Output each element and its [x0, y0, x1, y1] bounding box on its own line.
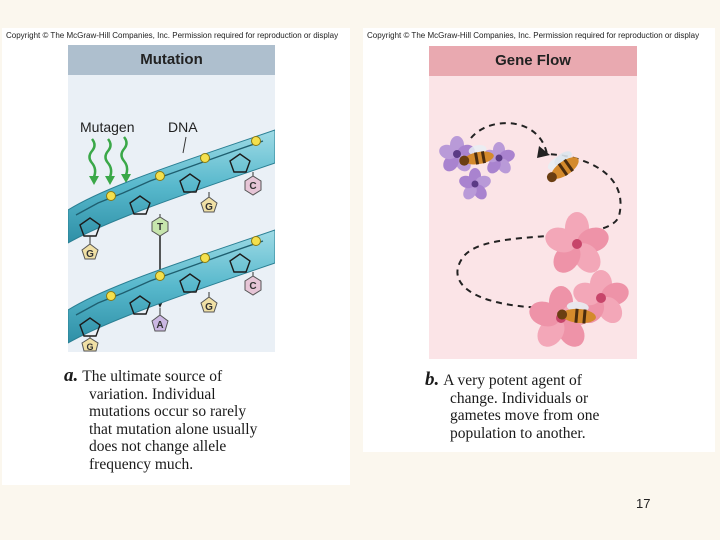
- lower-phosphates: [106, 236, 261, 301]
- base-c-label: C: [249, 181, 256, 192]
- caption-line: population to another.: [450, 424, 586, 442]
- gene-flow-illustration: [429, 76, 637, 359]
- upper-base-g-right: G: [200, 192, 218, 213]
- mutation-panel: Copyright © The McGraw-Hill Companies, I…: [2, 28, 350, 485]
- mutation-title: Mutation: [68, 45, 275, 75]
- upper-base-t: T: [151, 214, 169, 237]
- base-g-label: G: [205, 302, 213, 313]
- dna-pointer-line: [182, 136, 187, 154]
- upper-sugar-pentagons: [79, 153, 251, 237]
- dna-label: DNA: [168, 119, 198, 135]
- mutation-caption: a.The ultimate source of variation. Indi…: [64, 365, 314, 473]
- bee-flight-path: [456, 122, 622, 309]
- gene-flow-caption: b.A very potent agent of change. Individ…: [425, 369, 675, 442]
- base-a-label: A: [156, 320, 163, 331]
- lower-base-c: C: [244, 272, 262, 296]
- pink-flower-cluster: [529, 212, 629, 347]
- base-g-label: G: [86, 249, 94, 260]
- upper-base-c: C: [244, 172, 262, 196]
- caption-line: mutations occur so rarely: [89, 403, 247, 420]
- caption-line: A very potent agent of: [443, 372, 582, 389]
- caption-line: that mutation alone usually: [89, 420, 258, 438]
- lower-base-g-right: G: [200, 292, 218, 313]
- caption-line: variation. Individual: [89, 385, 216, 403]
- bee-icon: [546, 151, 579, 183]
- caption-line: gametes move from one: [450, 407, 600, 424]
- copyright-notice: Copyright © The McGraw-Hill Companies, I…: [367, 31, 700, 40]
- page-number: 17: [636, 496, 651, 511]
- upper-base-g-left: G: [81, 236, 99, 260]
- copyright-notice: Copyright © The McGraw-Hill Companies, I…: [6, 31, 339, 40]
- mutagen-arrowheads: [89, 174, 131, 185]
- base-g-label: G: [205, 202, 213, 213]
- flight-arrowhead-top: [537, 146, 550, 158]
- caption-line: change. Individuals or: [450, 389, 589, 407]
- lower-base-a: A: [151, 308, 169, 332]
- gene-flow-panel: Copyright © The McGraw-Hill Companies, I…: [363, 28, 715, 452]
- caption-letter-a: a.: [64, 365, 79, 386]
- gene-flow-title: Gene Flow: [429, 46, 637, 76]
- bee-icon: [459, 144, 494, 166]
- lower-base-g-left: G: [81, 336, 99, 352]
- caption-line: does not change allele: [89, 438, 227, 455]
- mutagen-label: Mutagen: [80, 119, 134, 135]
- mutation-illustration: Mutagen DNA: [67, 75, 276, 352]
- caption-letter-b: b.: [425, 369, 440, 390]
- base-t-label: T: [157, 222, 163, 233]
- mutagen-arrows: [88, 136, 129, 178]
- base-g-label: G: [86, 342, 93, 352]
- bee-icon: [557, 301, 596, 324]
- upper-phosphates: [106, 136, 261, 201]
- lower-sugar-pentagons: [79, 253, 251, 337]
- base-c-label: C: [249, 281, 256, 292]
- caption-line: frequency much.: [89, 455, 194, 473]
- caption-line: The ultimate source of: [82, 368, 223, 385]
